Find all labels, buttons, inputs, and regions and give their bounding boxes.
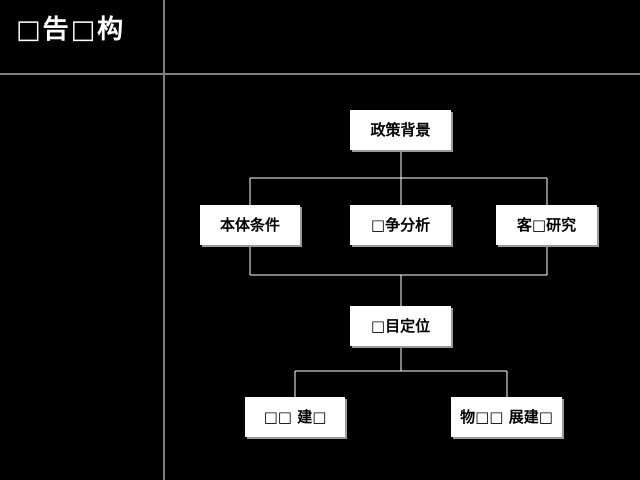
node-self-conditions: 本体条件 <box>200 205 300 245</box>
node-competition-analysis: □争分析 <box>350 205 451 245</box>
horizontal-divider <box>0 73 640 75</box>
node-policy-background: 政策背景 <box>350 110 451 150</box>
vertical-divider <box>163 0 165 480</box>
slide-title: □告□构 <box>16 15 126 45</box>
node-build-suggestion: □□ 建□ <box>245 397 345 437</box>
node-property-suggestion: 物□□ 展建□ <box>451 397 562 437</box>
node-customer-research: 客□研究 <box>496 205 597 245</box>
node-project-positioning: □目定位 <box>350 306 451 346</box>
